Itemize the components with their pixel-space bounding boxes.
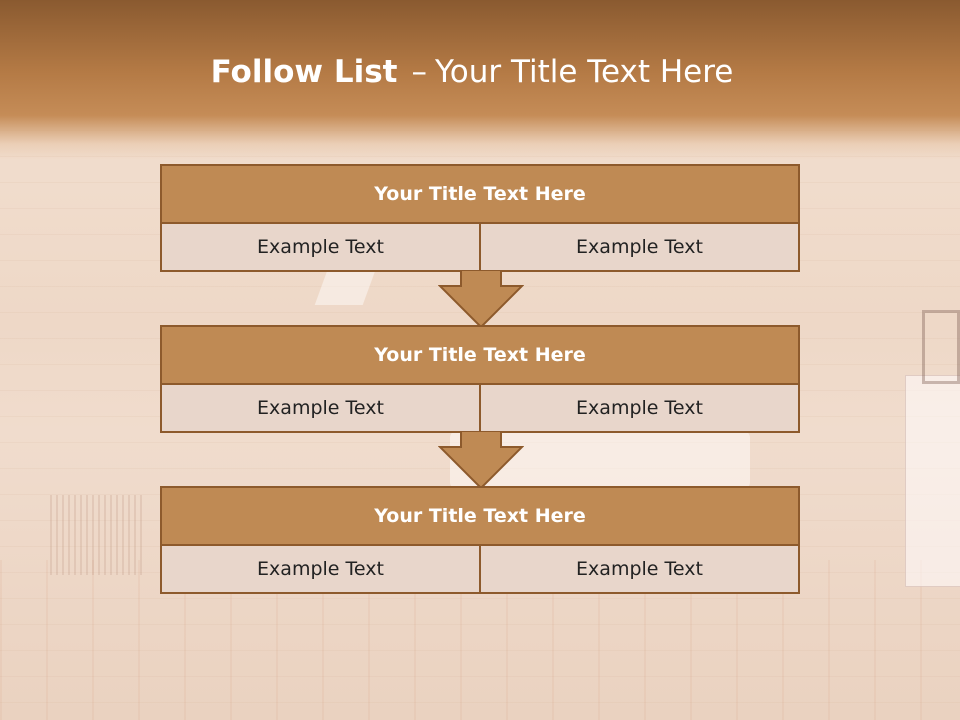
step-cell-right: Example Text (479, 385, 798, 431)
title-band (0, 0, 960, 160)
title-bold: Follow List (210, 54, 398, 90)
step-panel-2: Your Title Text Here Example Text Exampl… (160, 325, 800, 433)
down-arrow-icon (438, 431, 524, 489)
step-panel-1: Your Title Text Here Example Text Exampl… (160, 164, 800, 272)
step-cell-left: Example Text (162, 224, 479, 270)
step-title: Your Title Text Here (162, 488, 798, 546)
dresser (905, 375, 960, 587)
step-title: Your Title Text Here (162, 166, 798, 224)
radiator (50, 495, 145, 575)
step-row: Example Text Example Text (162, 224, 798, 270)
step-row: Example Text Example Text (162, 546, 798, 592)
step-row: Example Text Example Text (162, 385, 798, 431)
step-panel-3: Your Title Text Here Example Text Exampl… (160, 486, 800, 594)
title-rest: Your Title Text Here (434, 54, 734, 90)
down-arrow-icon (438, 270, 524, 328)
step-title: Your Title Text Here (162, 327, 798, 385)
wall-picture (922, 310, 960, 384)
step-cell-right: Example Text (479, 546, 798, 592)
slide-title: Follow List–Your Title Text Here (0, 54, 944, 90)
step-cell-right: Example Text (479, 224, 798, 270)
title-separator: – (411, 54, 427, 90)
step-cell-left: Example Text (162, 385, 479, 431)
step-cell-left: Example Text (162, 546, 479, 592)
